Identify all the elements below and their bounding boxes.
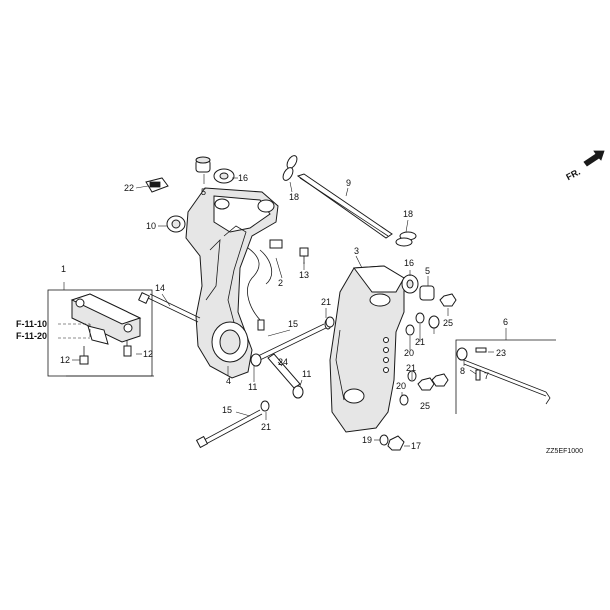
swivel-case-left [185, 187, 283, 379]
bolt-12-right-icon [123, 340, 132, 357]
front-direction-arrow-icon [583, 150, 605, 167]
callout-6: 6 [503, 317, 508, 327]
pin-23-icon [475, 347, 487, 353]
callout-10: 10 [146, 221, 156, 231]
washer-19-icon [379, 434, 389, 446]
spacer-24-icon [267, 353, 301, 389]
callout-21-left-top: 21 [321, 297, 331, 307]
washer-16-right-icon [401, 274, 419, 294]
pin-7-icon [475, 369, 481, 381]
washer-21-lower-icon [399, 370, 417, 406]
callout-1: 1 [61, 264, 66, 274]
callout-11-left: 11 [248, 382, 257, 392]
callout-5-right: 5 [425, 266, 430, 276]
nut-25-bottom-icon [417, 377, 435, 391]
bolt-13-icon [299, 247, 309, 264]
part-1-assembly [47, 282, 154, 377]
collar-11-right-icon [292, 385, 304, 399]
washer-21-right-icon [405, 312, 440, 336]
callout-20-top: 20 [404, 348, 414, 358]
callout-15-top: 15 [288, 319, 298, 329]
callout-23: 23 [496, 348, 506, 358]
bushing-10-icon [166, 215, 186, 233]
callout-12-right: 12 [143, 349, 153, 359]
bushing-5-top-icon [195, 156, 211, 173]
callout-12-left: 12 [60, 355, 70, 365]
callout-22: 22 [124, 183, 134, 193]
callout-24: 24 [278, 357, 288, 367]
callout-11-right: 11 [302, 369, 311, 379]
callout-17: 17 [411, 441, 421, 451]
washer-21-left-bottom-icon [260, 400, 270, 412]
collar-11-left-icon [250, 353, 262, 367]
nut-17-icon [387, 435, 405, 451]
ref-label-f-11-10: F-11-10 [16, 319, 47, 329]
callout-9: 9 [346, 178, 351, 188]
washer-18-right-icon [395, 231, 417, 247]
nut-25-top-icon [439, 293, 457, 307]
callout-4: 4 [226, 376, 231, 386]
washer-21-left-top-icon [325, 316, 335, 328]
callout-21-left-bottom: 21 [261, 422, 271, 432]
callout-15-bottom: 15 [222, 405, 232, 415]
callout-3: 3 [354, 246, 359, 256]
callout-18-right: 18 [403, 209, 413, 219]
callout-19: 19 [362, 435, 372, 445]
callout-16-top: 16 [238, 173, 248, 183]
callout-labels: 1 2 3 4 5 5 6 7 8 9 10 11 11 12 12 13 14… [60, 173, 508, 451]
callout-21-right-top: 21 [415, 337, 425, 347]
callout-13: 13 [299, 270, 309, 280]
nut-25-lower-icon [431, 373, 449, 387]
bolt-14-icon [138, 292, 201, 323]
callout-20-bottom: 20 [396, 381, 406, 391]
diagram-code: ZZ5EF1000 [546, 448, 583, 455]
callout-25-bottom: 25 [420, 401, 430, 411]
callout-8: 8 [460, 366, 465, 376]
callout-18-top: 18 [289, 192, 299, 202]
callout-5-top: 5 [201, 187, 206, 197]
callout-16-right: 16 [404, 258, 414, 268]
grip-8-icon [456, 347, 468, 361]
washer-16-top-icon [213, 168, 235, 184]
callout-2: 2 [278, 278, 283, 288]
part-6-assembly [455, 328, 556, 414]
stern-bracket-right [329, 265, 405, 433]
ref-label-f-11-20: F-11-20 [16, 331, 47, 341]
bolt-15-bottom-icon [195, 409, 263, 449]
front-direction-label: FR. [564, 167, 581, 183]
callout-14: 14 [155, 283, 165, 293]
bushing-5-right-icon [419, 285, 435, 301]
washer-18-top-icon [282, 155, 298, 181]
leader-lines [72, 174, 494, 447]
callout-25-top: 25 [443, 318, 453, 328]
tilt-shaft-9 [296, 173, 393, 239]
callout-21-right-bottom: 21 [406, 363, 416, 373]
callout-7: 7 [484, 371, 489, 381]
clip-22-icon [145, 177, 169, 193]
bolt-12-left-icon [79, 346, 89, 365]
